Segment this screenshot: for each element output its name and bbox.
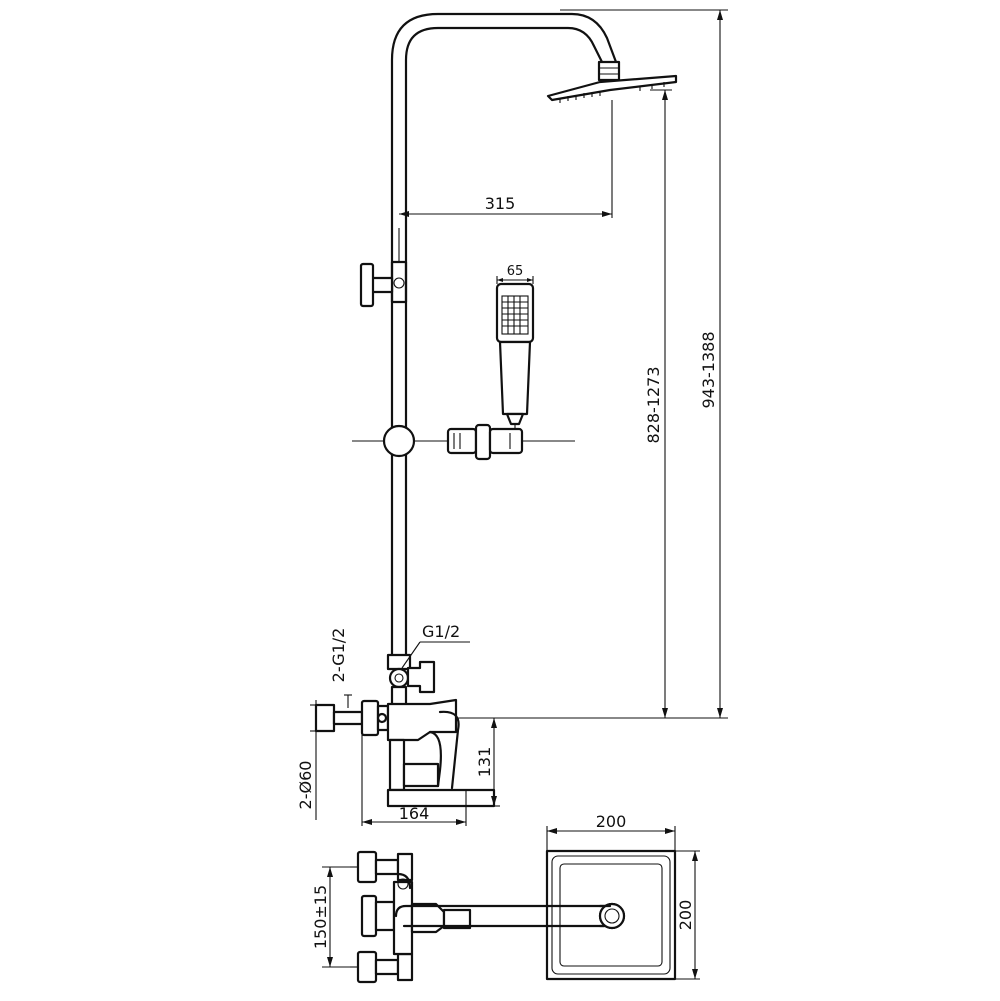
dim-head-width: 200 — [546, 812, 676, 850]
mixer-side-view — [314, 653, 496, 808]
mixer-top-view — [350, 850, 626, 984]
dim-inlet-spacing: 150±15 — [311, 866, 350, 968]
dim-150-label: 150±15 — [311, 885, 330, 949]
shower-head-side-view — [546, 60, 678, 103]
dim-131-label: 131 — [475, 747, 494, 778]
shower-head-top-view — [545, 849, 677, 981]
2-g12-label: 2-G1/2 — [329, 628, 348, 683]
dim-164-label: 164 — [399, 804, 430, 823]
hand-shower — [495, 282, 535, 429]
dim-315-label: 315 — [485, 194, 516, 213]
sliding-holder — [352, 423, 575, 461]
dim-200-depth-label: 200 — [676, 900, 695, 931]
outlet-thread-callout: 2-G1/2 — [329, 628, 352, 708]
dim-handshower-width: 65 — [496, 264, 534, 284]
diverter-knob — [359, 228, 408, 308]
dim-828-1273-label: 828-1273 — [644, 366, 663, 443]
dim-943-1388-label: 943-1388 — [699, 331, 718, 408]
dim-head-height: 828-1273 — [644, 89, 672, 718]
dim-total-height: 943-1388 — [560, 9, 728, 718]
dim-65-label: 65 — [507, 264, 524, 279]
riser-pipe — [390, 12, 618, 657]
dim-head-depth: 200 — [676, 850, 700, 980]
dim-mixer-height: 131 — [456, 717, 500, 807]
dim-escutcheon: 2-Ø60 — [296, 700, 322, 820]
dim-arm-length: 315 — [399, 100, 613, 218]
dim-mixer-depth: 164 — [361, 735, 467, 826]
g12-label: G1/2 — [422, 622, 460, 641]
2-o60-label: 2-Ø60 — [296, 761, 315, 810]
inlet-thread-callout: G1/2 — [401, 622, 470, 669]
dim-200-width-label: 200 — [596, 812, 627, 831]
